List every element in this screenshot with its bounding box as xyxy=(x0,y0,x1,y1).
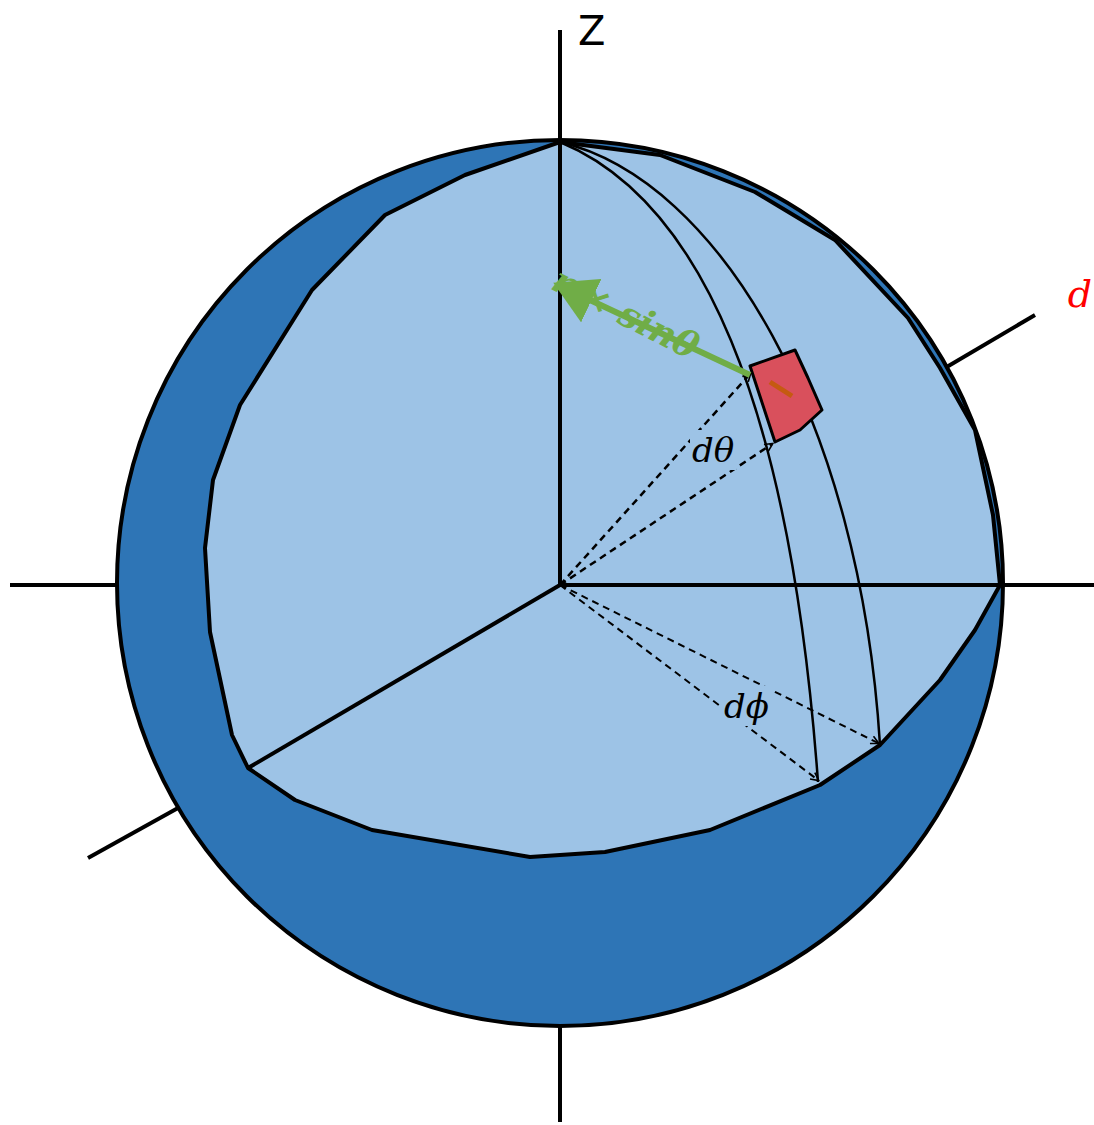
x-axis xyxy=(560,583,1000,587)
angle-label: dθ xyxy=(690,430,736,470)
cutaway-face xyxy=(205,142,1000,857)
y-axis xyxy=(248,585,560,768)
meridian xyxy=(560,142,880,745)
element-label: d xyxy=(1068,272,1092,316)
sphere xyxy=(117,140,1003,1026)
meridian xyxy=(560,142,818,782)
x-axis xyxy=(1000,583,1094,587)
area-element xyxy=(750,350,822,442)
ray xyxy=(560,585,818,780)
y-axis xyxy=(88,808,178,858)
z-axis xyxy=(558,1025,562,1122)
z-axis xyxy=(558,142,562,585)
ray xyxy=(560,585,878,743)
z-axis xyxy=(558,30,562,142)
x-axis xyxy=(10,583,118,587)
y-axis xyxy=(945,315,1035,368)
ray xyxy=(560,374,750,585)
angle-label: dϕ xyxy=(722,686,771,726)
ray xyxy=(560,444,772,585)
normal-stub xyxy=(770,382,792,396)
axis-label: Z xyxy=(578,8,605,54)
